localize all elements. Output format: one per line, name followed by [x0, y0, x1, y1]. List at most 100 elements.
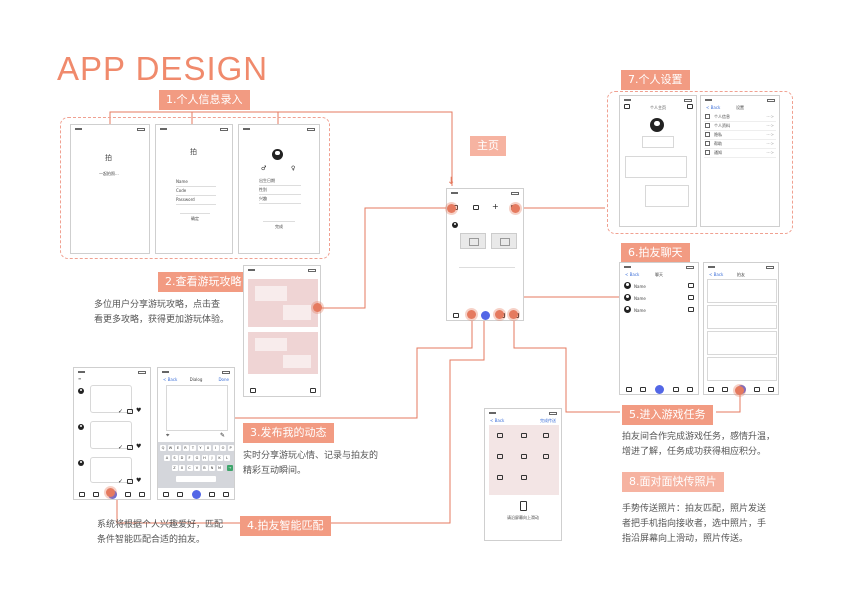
key[interactable]: E [175, 445, 181, 451]
map-icon[interactable] [473, 205, 479, 210]
post-back-link[interactable]: < Back [163, 377, 178, 382]
match-card[interactable] [90, 385, 132, 413]
key[interactable]: D [179, 455, 185, 461]
strategy-back-icon[interactable] [250, 388, 256, 393]
photo-icon[interactable] [497, 433, 503, 438]
task-tab-icon[interactable] [687, 387, 693, 392]
like-check-icon[interactable]: ✓ [118, 408, 124, 415]
match-card[interactable] [90, 421, 132, 449]
match-avatar-icon[interactable] [78, 460, 84, 466]
post-text-area[interactable] [166, 385, 228, 431]
transfer-done-link[interactable]: 完成传送 [540, 418, 556, 423]
strategy-more-icon[interactable] [310, 388, 316, 393]
photo-icon[interactable] [521, 475, 527, 480]
match-card[interactable] [90, 457, 132, 483]
key[interactable]: U [205, 445, 211, 451]
key[interactable]: P [227, 445, 234, 451]
settings-item-help[interactable]: 帮助---> [704, 140, 776, 149]
feed-avatar-icon[interactable] [452, 222, 458, 228]
key[interactable]: R [182, 445, 189, 451]
finish-button[interactable]: 完成 [263, 221, 295, 230]
key[interactable]: B [201, 465, 208, 471]
chat-back-link[interactable]: < Back [625, 272, 640, 277]
camera-tab-icon[interactable] [163, 492, 169, 497]
key[interactable]: H [201, 455, 208, 461]
contact-name[interactable]: Name [634, 308, 646, 313]
settings-item-notify[interactable]: 通知---> [704, 149, 776, 158]
key[interactable]: O [220, 445, 226, 451]
contact-avatar-icon[interactable] [624, 306, 631, 313]
match-tab-button[interactable] [192, 490, 201, 499]
match-tab-button[interactable] [481, 311, 490, 320]
settings-item-personal-info[interactable]: 个人信息---> [704, 113, 776, 122]
camera-tab-icon[interactable] [79, 492, 85, 497]
match-tab-button[interactable] [655, 385, 664, 394]
contact-name[interactable]: Name [634, 284, 646, 289]
contact-message-icon[interactable] [688, 283, 694, 288]
send-key[interactable]: → [227, 465, 233, 471]
settings-item-privacy[interactable]: 隐私---> [704, 131, 776, 140]
key[interactable]: K [216, 455, 223, 461]
key[interactable]: L [224, 455, 230, 461]
photo-icon[interactable] [543, 433, 549, 438]
task-tab-icon[interactable] [139, 492, 145, 497]
match-avatar-icon[interactable] [78, 388, 84, 394]
photo-icon[interactable] [497, 475, 503, 480]
photo-icon[interactable] [497, 454, 503, 459]
confirm-button[interactable]: 确定 [180, 213, 210, 222]
message-icon[interactable] [127, 479, 133, 484]
chat-room-back-link[interactable]: < Back [709, 272, 724, 277]
post-done-link[interactable]: Done [218, 377, 229, 382]
message-icon[interactable] [127, 409, 133, 414]
plus-icon[interactable]: + [492, 202, 499, 211]
key[interactable]: I [212, 445, 219, 451]
birthday-field[interactable] [259, 179, 301, 186]
space-key[interactable] [176, 476, 216, 482]
key[interactable]: N [209, 465, 215, 471]
feed-photo-2[interactable] [491, 233, 517, 249]
key[interactable]: X [179, 465, 185, 471]
interest-field[interactable] [259, 197, 301, 204]
match-avatar-icon[interactable] [78, 424, 84, 430]
feed-photo-1[interactable] [460, 233, 486, 249]
like-check-icon[interactable]: ✓ [118, 444, 124, 451]
code-field[interactable] [176, 189, 216, 196]
contact-message-icon[interactable] [688, 307, 694, 312]
contact-avatar-icon[interactable] [624, 294, 631, 301]
message-icon[interactable] [127, 445, 133, 450]
key[interactable]: Z [171, 465, 178, 471]
location-pin-icon[interactable]: ⌖ [166, 432, 170, 439]
location-tab-icon[interactable] [177, 492, 183, 497]
male-icon[interactable]: ♂ [261, 165, 267, 172]
key[interactable]: J [209, 455, 215, 461]
contact-message-icon[interactable] [688, 295, 694, 300]
key[interactable]: C [186, 465, 193, 471]
profile-avatar-icon[interactable] [272, 149, 283, 160]
key[interactable]: Y [197, 445, 204, 451]
photo-icon[interactable] [543, 454, 549, 459]
key[interactable]: G [194, 455, 200, 461]
location-tab-icon[interactable] [93, 492, 99, 497]
strategy-map-2[interactable] [248, 332, 318, 374]
key[interactable]: Q [160, 445, 166, 451]
key[interactable]: V [194, 465, 200, 471]
transfer-back-link[interactable]: < Back [490, 418, 505, 423]
password-field[interactable] [176, 198, 216, 205]
menu-icon[interactable] [624, 104, 630, 109]
name-field[interactable] [176, 180, 216, 187]
key[interactable]: M [216, 465, 223, 471]
key[interactable]: F [186, 455, 193, 461]
chat-tab-icon[interactable] [125, 492, 131, 497]
heart-icon[interactable]: ♥ [136, 407, 142, 414]
chat-tab-icon[interactable] [209, 492, 215, 497]
contact-name[interactable]: Name [634, 296, 646, 301]
camera-tab-icon[interactable] [453, 313, 459, 318]
photo-icon[interactable] [521, 454, 527, 459]
location-tab-icon[interactable] [640, 387, 646, 392]
album-card-1[interactable] [625, 156, 687, 178]
camera-tab-icon[interactable] [708, 387, 714, 392]
location-tab-icon[interactable] [722, 387, 728, 392]
task-tab-icon[interactable] [223, 492, 229, 497]
settings-gear-icon[interactable] [687, 104, 693, 109]
key[interactable]: A [164, 455, 170, 461]
